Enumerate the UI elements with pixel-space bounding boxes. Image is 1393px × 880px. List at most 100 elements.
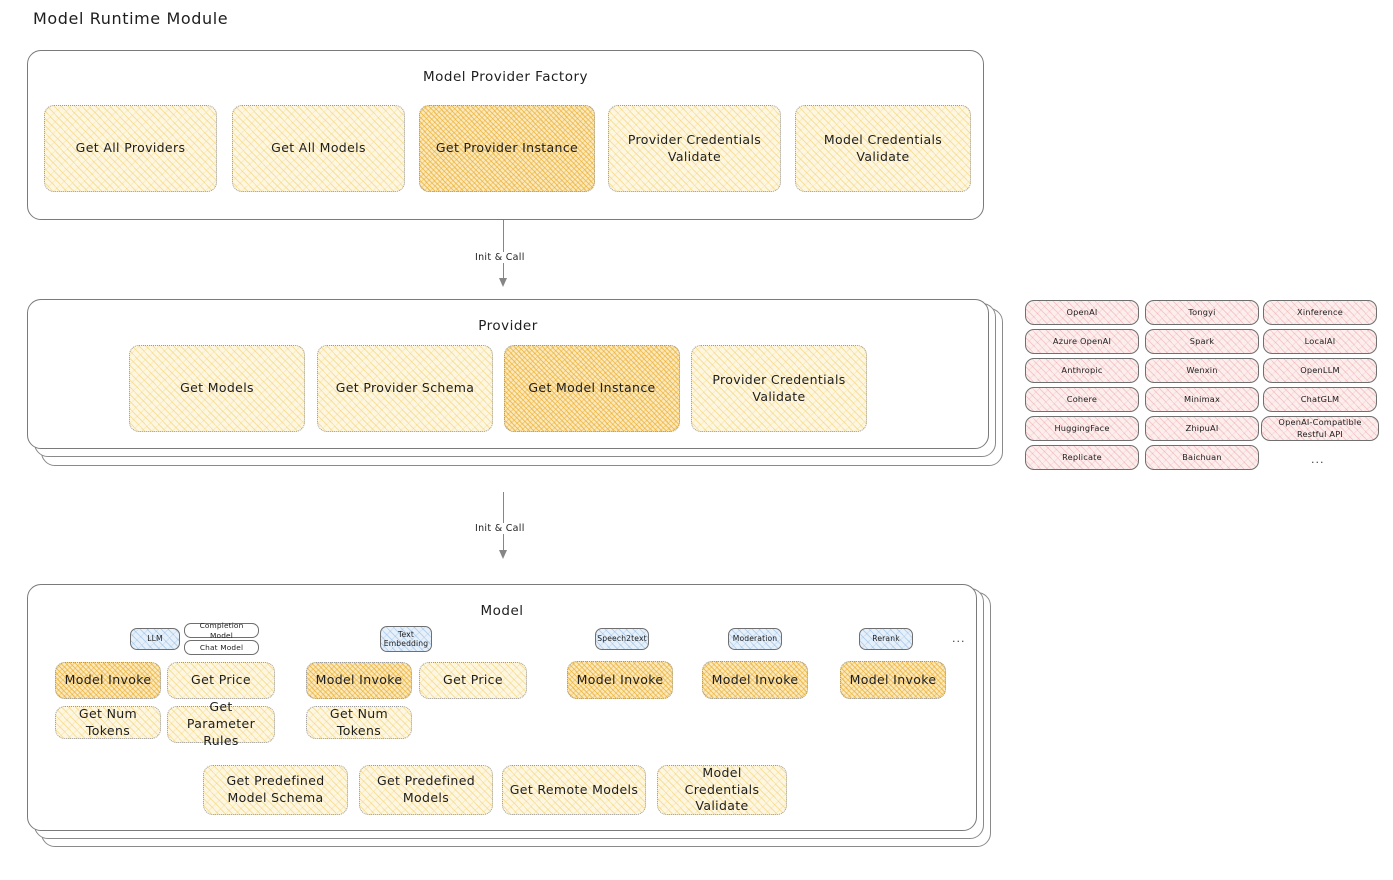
provider-chip-azure-openai[interactable]: Azure OpenAI xyxy=(1025,329,1139,354)
provider-chip-localai[interactable]: LocalAI xyxy=(1263,329,1377,354)
node-label: Get Provider Schema xyxy=(335,380,475,396)
page-title: Model Runtime Module xyxy=(33,9,229,28)
provider-chip-xinference[interactable]: Xinference xyxy=(1263,300,1377,325)
model-type-badge-label: Speech2text xyxy=(597,634,647,644)
model-type-badge-text-embedding[interactable]: Text Embedding xyxy=(380,626,432,652)
node-llm-get-price[interactable]: Get Price xyxy=(167,662,275,699)
node-get-provider-schema[interactable]: Get Provider Schema xyxy=(317,345,493,432)
node-llm-get-parameter-rules[interactable]: Get Parameter Rules xyxy=(167,699,275,748)
provider-chip-openai-compatible-restful-api[interactable]: OpenAI-Compatible Restful API xyxy=(1261,416,1379,441)
node-get-remote-models[interactable]: Get Remote Models xyxy=(502,765,646,815)
node-provider-credentials-validate-2[interactable]: Provider Credentials Validate xyxy=(691,345,867,432)
connector-line-factory-to-provider xyxy=(503,220,505,280)
provider-chip-label: HuggingFace xyxy=(1054,422,1110,433)
provider-chip-label: Xinference xyxy=(1297,306,1343,317)
provider-chip-label: OpenLLM xyxy=(1300,364,1340,375)
node-label: Model Invoke xyxy=(64,672,152,688)
provider-chip-label: Cohere xyxy=(1066,393,1098,404)
provider-chip-label: OpenAI-Compatible Restful API xyxy=(1278,417,1362,439)
node-label: Get All Models xyxy=(271,140,366,156)
provider-chip-spark[interactable]: Spark xyxy=(1145,329,1259,354)
model-provider-factory-title: Model Provider Factory xyxy=(422,69,588,85)
node-label: Get Provider Instance xyxy=(435,140,579,156)
node-label: Provider Credentials Validate xyxy=(712,371,846,404)
node-label: Model Invoke xyxy=(576,671,664,687)
node-text-embedding-get-num-tokens[interactable]: Get Num Tokens xyxy=(306,706,412,739)
node-text-embedding-model-invoke[interactable]: Model Invoke xyxy=(306,662,412,699)
provider-list-ellipsis: ... xyxy=(1311,453,1325,466)
node-model-credentials-validate[interactable]: Model Credentials Validate xyxy=(795,105,971,192)
model-type-badge-label: Text Embedding xyxy=(383,629,429,648)
node-label: Get Price xyxy=(443,672,503,688)
model-subtype-badge-label: Chat Model xyxy=(199,642,244,652)
provider-chip-label: Minimax xyxy=(1183,393,1221,404)
node-label: Model Invoke xyxy=(849,671,937,687)
node-label: Get Predefined Models xyxy=(376,773,476,805)
provider-chip-label: Tongyi xyxy=(1188,306,1216,317)
connector-arrowhead-provider-to-model xyxy=(499,550,507,559)
node-get-all-providers[interactable]: Get All Providers xyxy=(44,105,217,192)
provider-chip-openllm[interactable]: OpenLLM xyxy=(1263,358,1377,383)
node-get-model-instance[interactable]: Get Model Instance xyxy=(504,345,680,432)
node-get-all-models[interactable]: Get All Models xyxy=(232,105,405,192)
provider-chip-tongyi[interactable]: Tongyi xyxy=(1145,300,1259,325)
model-type-badge-speech2text[interactable]: Speech2text xyxy=(595,628,649,650)
node-moderation-model-invoke[interactable]: Model Invoke xyxy=(702,661,808,699)
provider-chip-chatglm[interactable]: ChatGLM xyxy=(1263,387,1377,412)
node-label: Model Credentials Validate xyxy=(823,131,943,164)
node-label: Get Models xyxy=(180,380,254,396)
provider-chip-anthropic[interactable]: Anthropic xyxy=(1025,358,1139,383)
node-label: Get Num Tokens xyxy=(329,705,389,738)
node-label: Model Invoke xyxy=(711,671,799,687)
provider-chip-cohere[interactable]: Cohere xyxy=(1025,387,1139,412)
node-label: Get All Providers xyxy=(75,140,186,156)
model-type-badge-label: Moderation xyxy=(732,634,778,644)
provider-chip-minimax[interactable]: Minimax xyxy=(1145,387,1259,412)
model-subtype-badge-chat-model[interactable]: Chat Model xyxy=(184,640,259,655)
node-label: Get Price xyxy=(191,672,251,688)
provider-chip-label: ChatGLM xyxy=(1300,393,1340,404)
connector-label-init-and-call-2: Init & Call xyxy=(472,523,528,534)
node-label: Get Num Tokens xyxy=(78,705,138,738)
provider-chip-label: Spark xyxy=(1189,335,1215,346)
provider-chip-baichuan[interactable]: Baichuan xyxy=(1145,445,1259,470)
model-type-badge-moderation[interactable]: Moderation xyxy=(728,628,782,650)
node-label: Provider Credentials Validate xyxy=(627,131,762,164)
connector-line-provider-to-model xyxy=(503,492,505,552)
node-get-predefined-models[interactable]: Get Predefined Models xyxy=(359,765,493,815)
model-type-badge-label: Rerank xyxy=(872,634,900,644)
provider-chip-replicate[interactable]: Replicate xyxy=(1025,445,1139,470)
node-llm-get-num-tokens[interactable]: Get Num Tokens xyxy=(55,706,161,739)
model-types-ellipsis: ... xyxy=(952,632,966,645)
provider-chip-label: Anthropic xyxy=(1061,364,1103,375)
provider-chip-openai[interactable]: OpenAI xyxy=(1025,300,1139,325)
node-label: Get Predefined Model Schema xyxy=(226,773,325,805)
node-label: Get Parameter Rules xyxy=(186,699,256,748)
node-get-models[interactable]: Get Models xyxy=(129,345,305,432)
model-type-badge-llm[interactable]: LLM xyxy=(130,628,180,650)
connector-arrowhead-factory-to-provider xyxy=(499,278,507,287)
provider-chip-label: ZhipuAI xyxy=(1185,422,1219,433)
provider-chip-label: Wenxin xyxy=(1186,364,1218,375)
node-label: Get Remote Models xyxy=(509,781,639,797)
node-text-embedding-get-price[interactable]: Get Price xyxy=(419,662,527,699)
node-get-provider-instance[interactable]: Get Provider Instance xyxy=(419,105,595,192)
node-llm-model-invoke[interactable]: Model Invoke xyxy=(55,662,161,699)
provider-chip-huggingface[interactable]: HuggingFace xyxy=(1025,416,1139,441)
provider-chip-label: OpenAI xyxy=(1066,306,1098,317)
provider-chip-zhipuai[interactable]: ZhipuAI xyxy=(1145,416,1259,441)
provider-title: Provider xyxy=(478,318,538,334)
node-label: Model Invoke xyxy=(315,672,403,688)
node-provider-credentials-validate[interactable]: Provider Credentials Validate xyxy=(608,105,781,192)
node-get-predefined-model-schema[interactable]: Get Predefined Model Schema xyxy=(203,765,348,815)
model-subtype-badge-completion-model[interactable]: Completion Model xyxy=(184,621,259,640)
provider-chip-label: LocalAI xyxy=(1304,335,1336,346)
provider-chip-label: Baichuan xyxy=(1182,451,1222,462)
provider-chip-wenxin[interactable]: Wenxin xyxy=(1145,358,1259,383)
node-model-credentials-validate-2[interactable]: Model Credentials Validate xyxy=(657,765,787,815)
model-type-badge-rerank[interactable]: Rerank xyxy=(859,628,913,650)
node-rerank-model-invoke[interactable]: Model Invoke xyxy=(840,661,946,699)
node-label: Model Credentials Validate xyxy=(684,764,760,814)
node-speech2text-model-invoke[interactable]: Model Invoke xyxy=(567,661,673,699)
